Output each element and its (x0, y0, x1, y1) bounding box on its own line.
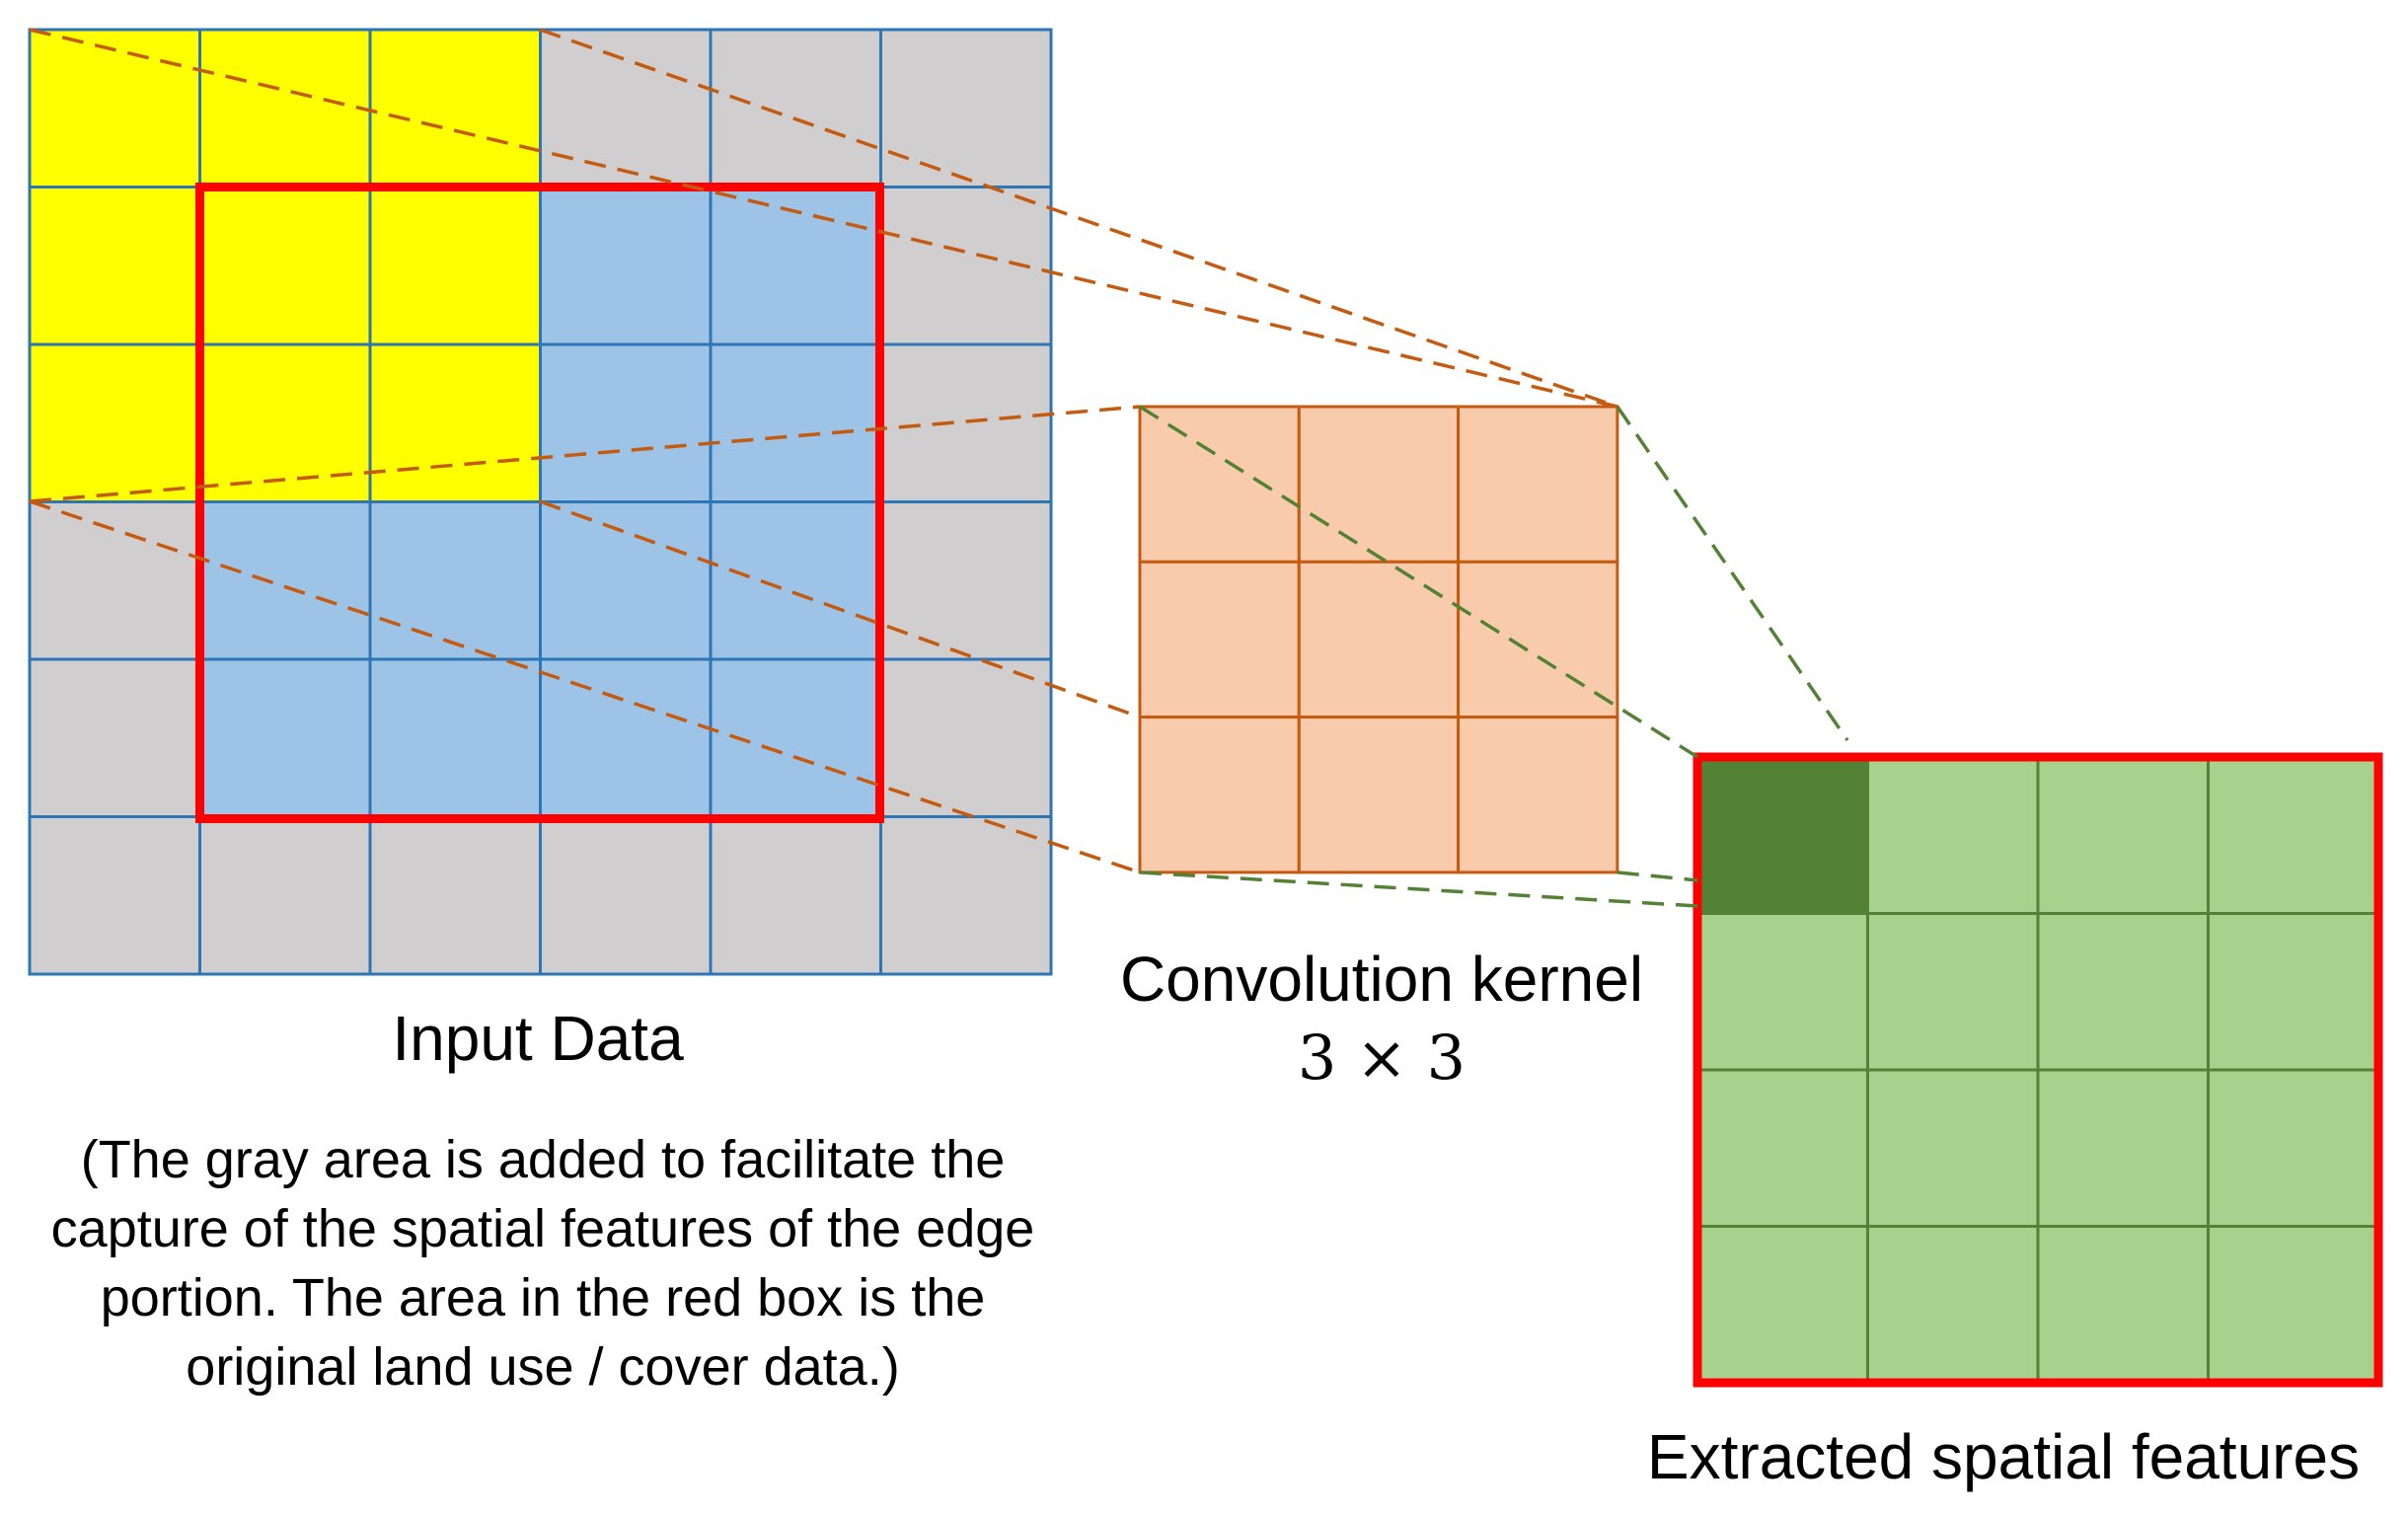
output-cell-highlighted (1695, 755, 1869, 915)
input-cell-blue (198, 500, 372, 661)
green-projection-line (1616, 406, 1849, 741)
output-cell (2207, 1225, 2380, 1385)
kernel-cell (1297, 716, 1461, 874)
input-cell-gray (28, 815, 201, 976)
output-cell (1866, 1068, 2040, 1228)
input-cell-yellow (28, 342, 201, 503)
input-cell-gray (709, 28, 882, 189)
input-cell-gray (539, 815, 713, 976)
orange-projection-line (29, 499, 1141, 874)
kernel-cell (1138, 716, 1301, 874)
output-cell (1866, 1225, 2040, 1385)
output-label: Extracted spatial features (1646, 1421, 2361, 1492)
output-cell (1695, 912, 1869, 1072)
input-cell-gray (28, 500, 201, 661)
input-cell-yellow (198, 186, 372, 346)
input-cell-blue (539, 657, 713, 818)
orange-projection-line (29, 405, 1141, 503)
input-cell-blue (368, 657, 542, 818)
kernel-cell (1457, 405, 1619, 564)
output-cell (1866, 912, 2040, 1072)
kernel-cell (1297, 560, 1461, 720)
kernel-cell (1138, 405, 1301, 564)
output-cell (2207, 912, 2380, 1072)
input-data-note: (The gray area is added to facilitate th… (50, 1130, 1035, 1397)
kernel-cell (1297, 405, 1461, 564)
output-cell (2036, 1068, 2210, 1228)
input-cell-yellow (28, 28, 201, 189)
input-cell-yellow (368, 28, 542, 189)
output-cell (1866, 755, 2040, 915)
projection-lines (29, 28, 1849, 908)
kernel-cell (1457, 716, 1619, 874)
output-cell (2207, 755, 2380, 915)
green-projection-line (1139, 405, 1698, 759)
output-cell (2207, 1068, 2380, 1228)
original-data-red-box (195, 183, 884, 823)
input-cell-blue (709, 342, 882, 503)
kernel-cell (1138, 560, 1301, 720)
orange-projection-line (539, 28, 1618, 409)
kernel-cell (1457, 560, 1619, 720)
input-cell-gray (709, 815, 882, 976)
input-cell-yellow (368, 342, 542, 503)
input-cell-yellow (28, 186, 201, 346)
green-projection-line (1139, 871, 1698, 908)
input-cell-gray (368, 815, 542, 976)
input-cell-gray (198, 815, 372, 976)
input-cell-blue (198, 657, 372, 818)
output-cell (2036, 912, 2210, 1072)
input-cell-blue (539, 500, 713, 661)
input-cell-yellow (198, 28, 372, 189)
input-cell-gray (879, 500, 1053, 661)
input-cell-blue (368, 500, 542, 661)
kernel-label: Convolution kernel (1119, 944, 1644, 1015)
input-cell-gray (879, 815, 1053, 976)
input-cell-blue (539, 342, 713, 503)
input-data-label: Input Data (392, 1003, 684, 1074)
input-cell-gray (28, 657, 201, 818)
output-cell (2036, 755, 2210, 915)
output-cell (1695, 1225, 1869, 1385)
kernel-size-label: 3 × 3 (1297, 1022, 1467, 1094)
output-cell (2036, 1225, 2210, 1385)
convolution-kernel-grid (1138, 405, 1619, 874)
orange-projection-line (29, 28, 1618, 409)
orange-projection-line (539, 499, 1141, 720)
input-cell-yellow (368, 186, 542, 346)
green-projection-line (1617, 871, 1698, 882)
input-cell-gray (879, 657, 1053, 818)
input-data-grid (28, 28, 1053, 976)
input-cell-blue (709, 500, 882, 661)
output-cell (1695, 1068, 1869, 1228)
input-cell-blue (539, 186, 713, 346)
extracted-features-grid (1695, 755, 2380, 1385)
output-red-border (1693, 752, 2383, 1388)
input-cell-gray (879, 28, 1053, 189)
input-cell-gray (539, 28, 713, 189)
